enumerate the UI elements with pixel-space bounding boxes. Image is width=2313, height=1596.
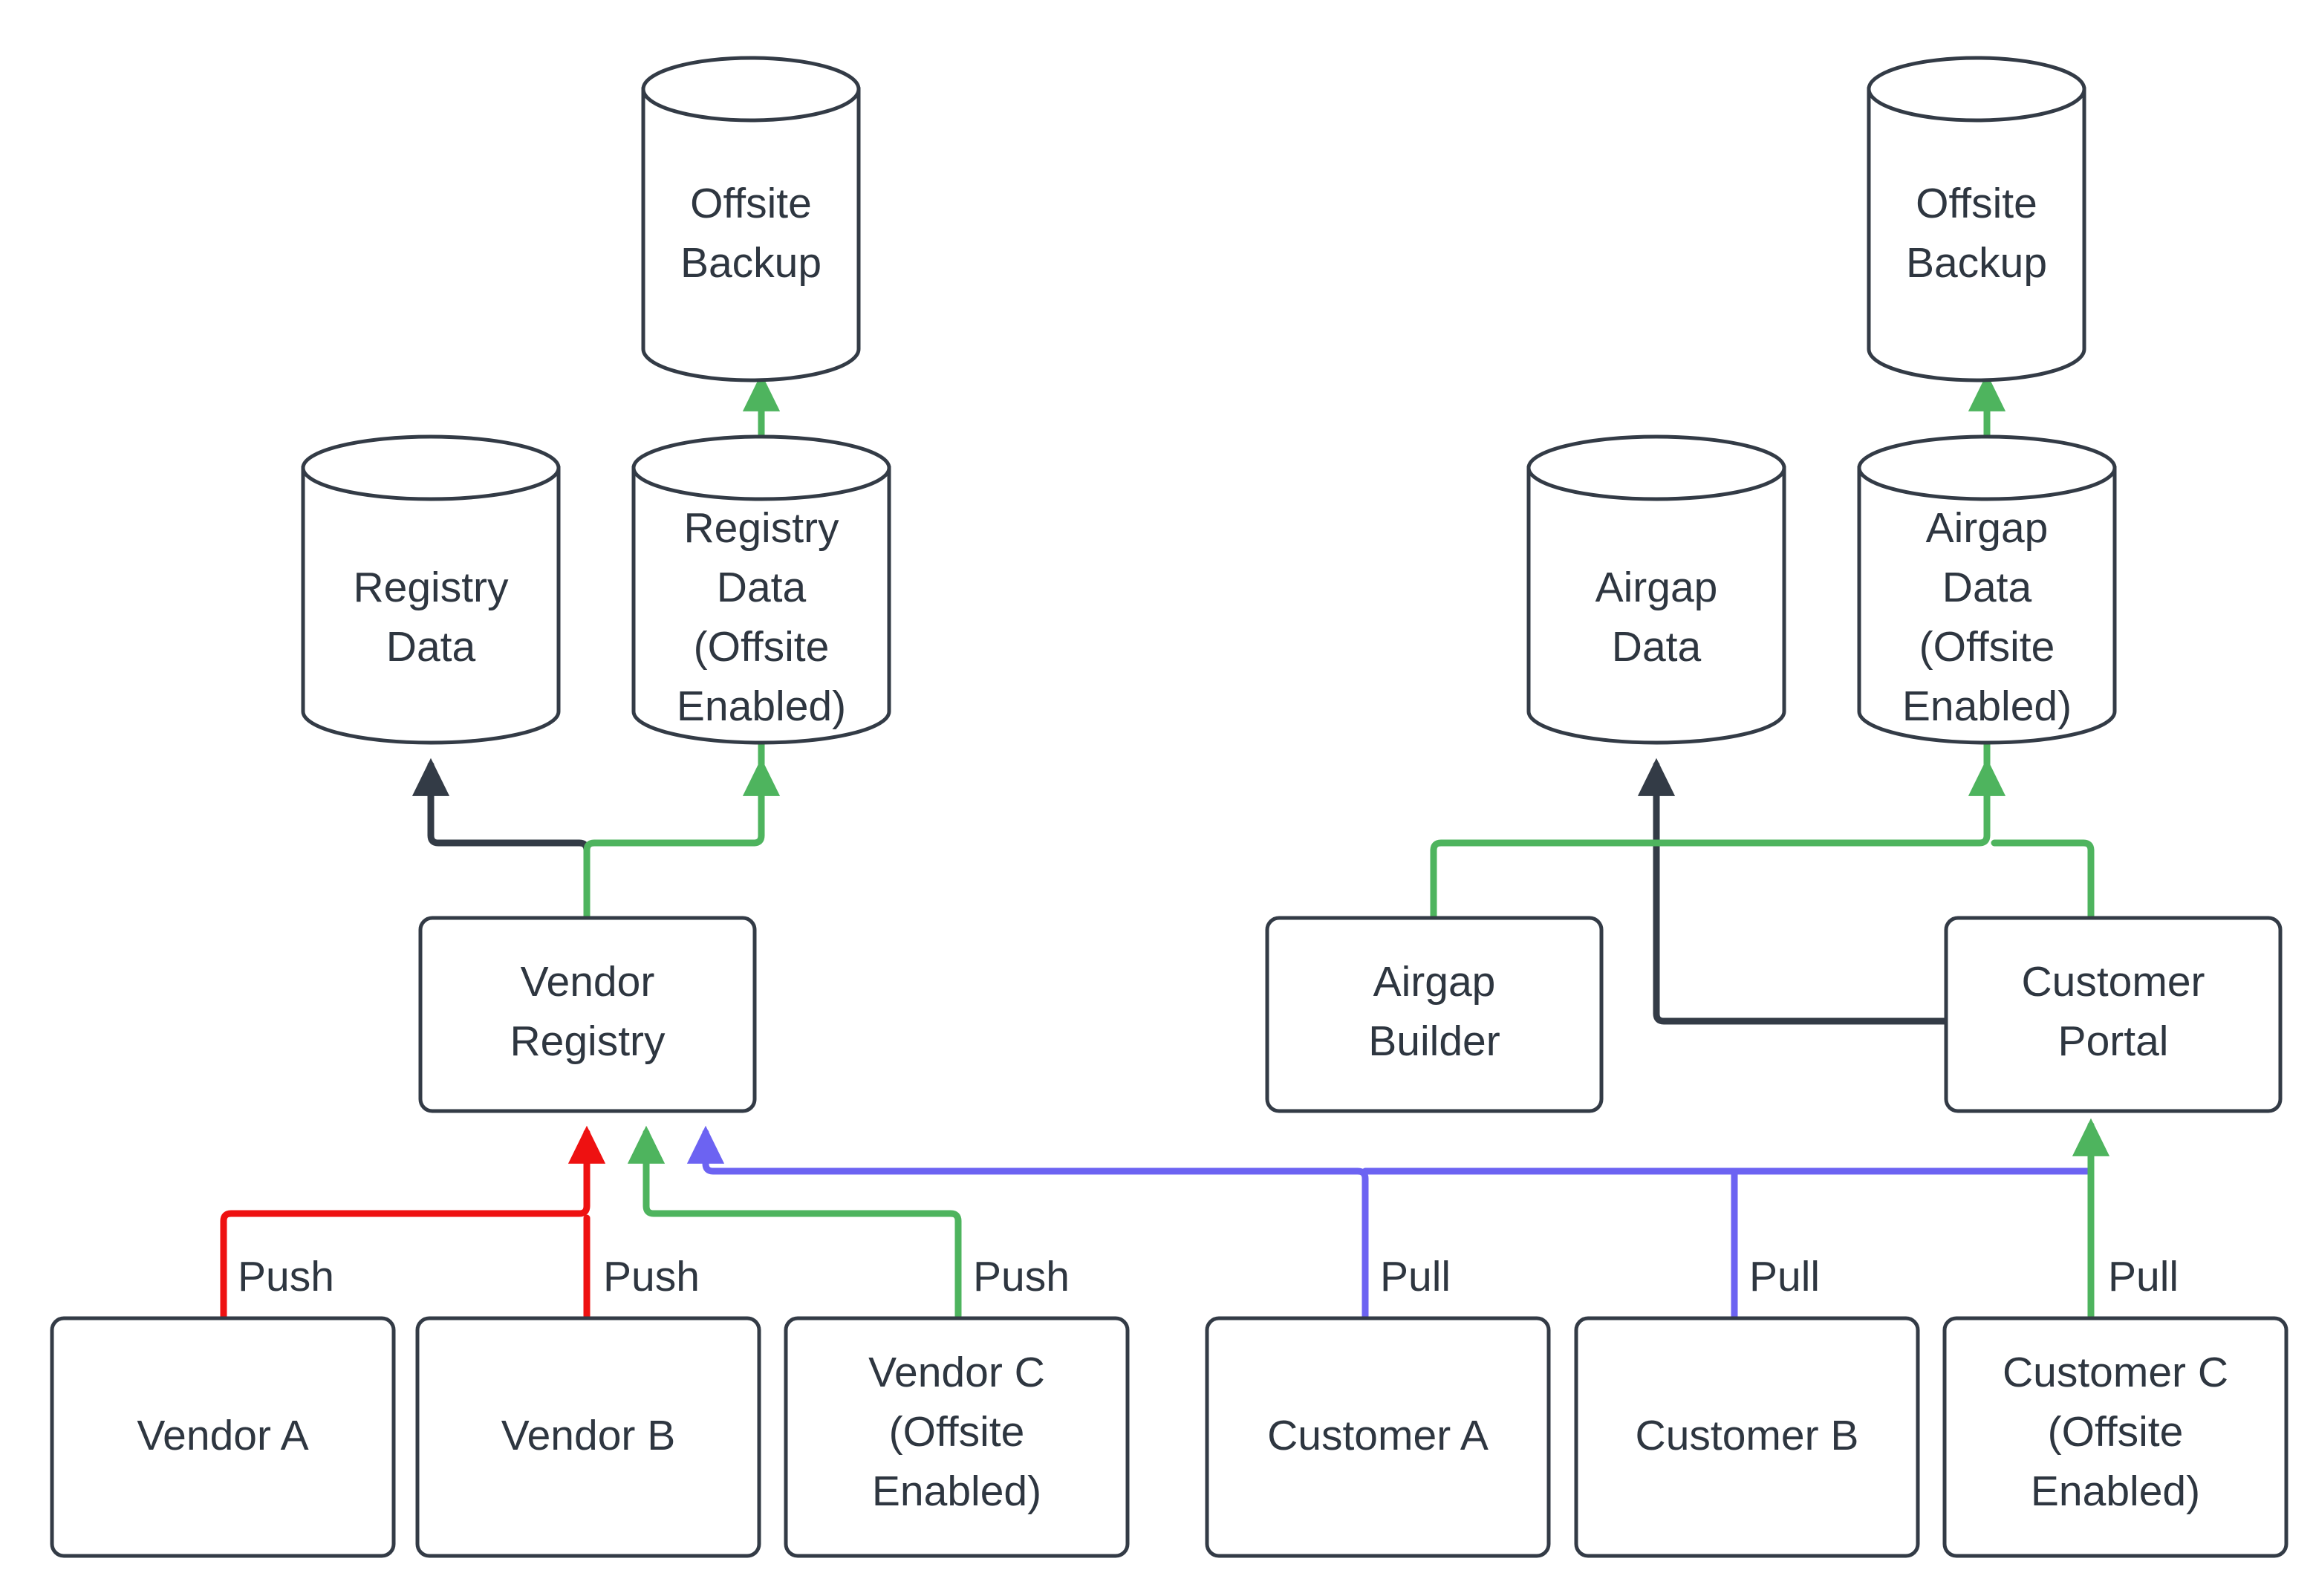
edge-customer-a-pull[interactable]: [686, 1125, 1369, 1320]
node-vendor-registry[interactable]: Vendor Registry: [418, 916, 757, 1113]
node-offsite-backup-left[interactable]: Offsite Backup: [641, 56, 861, 382]
node-airgap-builder[interactable]: Airgap Builder: [1265, 916, 1604, 1113]
node-customer-b[interactable]: Customer B: [1574, 1316, 1920, 1558]
edge-airgap-builder-to-airgap-data-offsite[interactable]: [1430, 758, 2006, 921]
edge-vendor-c-push[interactable]: [627, 1125, 962, 1320]
edge-vendor-registry-to-registry-data[interactable]: [411, 758, 591, 921]
node-vendor-a[interactable]: Vendor A: [50, 1316, 396, 1558]
edge-vendor-a-push[interactable]: [220, 1125, 606, 1320]
node-customer-a[interactable]: Customer A: [1205, 1316, 1551, 1558]
edge-label-layer: Push Push Push Pull Pull Pull: [238, 1253, 2179, 1300]
node-offsite-backup-right[interactable]: Offsite Backup: [1867, 56, 2086, 382]
node-registry-data[interactable]: Registry Data: [301, 434, 561, 745]
edge-label-vendor-c-push: Push: [973, 1253, 1070, 1300]
edge-label-customer-a-pull: Pull: [1380, 1253, 1451, 1300]
node-customer-c[interactable]: Customer C (Offsite Enabled): [1942, 1316, 2288, 1558]
node-vendor-b[interactable]: Vendor B: [415, 1316, 761, 1558]
edge-customer-portal-to-airgap-data[interactable]: [1637, 758, 1950, 1025]
edge-vendor-registry-to-registry-data-offsite[interactable]: [583, 758, 781, 921]
edge-label-vendor-b-push: Push: [603, 1253, 700, 1300]
edge-label-customer-c-pull: Pull: [2108, 1253, 2179, 1300]
edge-label-customer-b-pull: Pull: [1749, 1253, 1820, 1300]
node-customer-portal[interactable]: Customer Portal: [1944, 916, 2283, 1113]
edge-customer-portal-to-airgap-data-offsite[interactable]: [1991, 839, 2095, 921]
edge-label-vendor-a-push: Push: [238, 1253, 334, 1300]
node-registry-data-offsite[interactable]: Registry Data (Offsite Enabled): [631, 434, 891, 745]
node-airgap-data-offsite[interactable]: Airgap Data (Offsite Enabled): [1857, 434, 2117, 745]
node-vendor-c[interactable]: Vendor C (Offsite Enabled): [784, 1316, 1130, 1558]
node-airgap-data[interactable]: Airgap Data: [1526, 434, 1786, 745]
